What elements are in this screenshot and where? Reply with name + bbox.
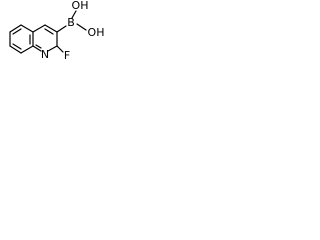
double-bond	[12, 43, 22, 50]
bond-c-f	[56, 45, 64, 53]
double-bond	[12, 28, 22, 35]
bond	[9, 45, 22, 54]
structure-diagram: B OH OH N F	[0, 0, 122, 73]
bond-b-oh-bottom	[76, 23, 87, 31]
benzene-ring	[9, 24, 34, 54]
bond	[9, 24, 22, 33]
bond-b-oh-top	[71, 10, 77, 19]
molecule-structure: B OH OH N F	[9, 0, 105, 62]
double-bond	[35, 44, 42, 49]
bond	[20, 45, 34, 54]
double-bond	[44, 28, 54, 35]
fluorine-label: F	[64, 49, 70, 62]
hydroxyl-label-top: OH	[72, 0, 89, 12]
bond	[47, 45, 58, 52]
bond	[32, 24, 46, 33]
bond	[20, 24, 34, 33]
nitrogen-label: N	[41, 48, 49, 61]
bond	[32, 45, 42, 52]
boron-label: B	[67, 16, 75, 29]
bond-c-b	[56, 25, 67, 33]
pyridine-ring	[32, 24, 58, 52]
hydroxyl-label-bottom: OH	[88, 26, 105, 39]
bond	[44, 24, 58, 33]
